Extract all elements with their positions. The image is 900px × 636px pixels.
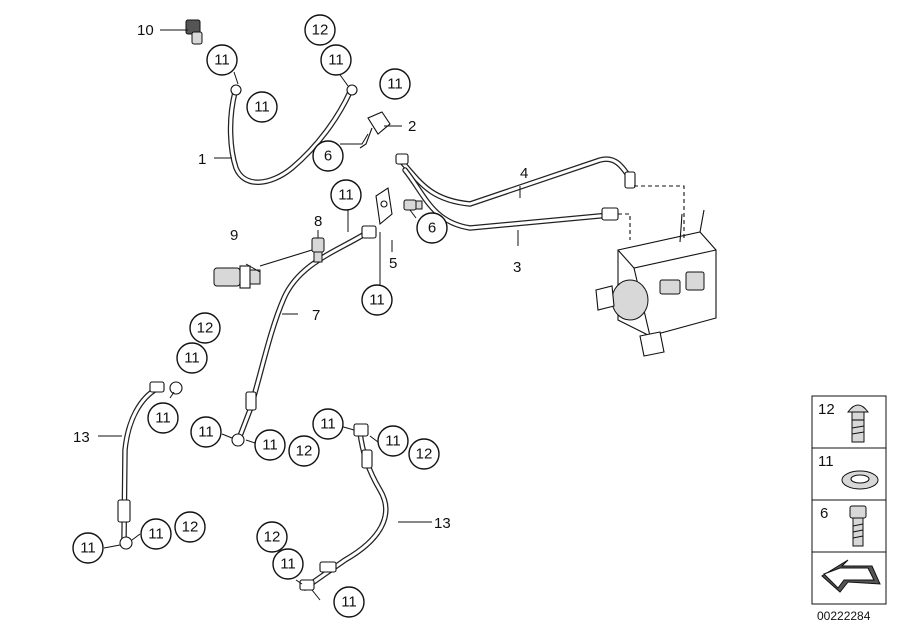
- svg-text:11: 11: [80, 540, 96, 557]
- bracket-clip-2[interactable]: [359, 111, 391, 149]
- callout-12: 12: [189, 312, 221, 344]
- svg-text:12: 12: [197, 320, 214, 337]
- callout-12: 12: [174, 511, 206, 543]
- banjo-bolt-6[interactable]: [403, 199, 423, 211]
- callout-11: 11: [379, 68, 411, 100]
- brake-line-7[interactable]: [237, 229, 371, 439]
- svg-text:11: 11: [214, 52, 230, 69]
- label-9: 9: [230, 227, 238, 244]
- callout-6: 6: [416, 212, 448, 244]
- legend-panel: 12 11 6: [811, 395, 887, 605]
- callout-12: 12: [256, 521, 288, 553]
- callout-12: 12: [288, 435, 320, 467]
- callout-11: 11: [330, 179, 362, 211]
- label-4: 4: [520, 165, 528, 182]
- bracket-5[interactable]: [375, 187, 393, 226]
- svg-text:11: 11: [148, 526, 164, 543]
- svg-text:11: 11: [254, 99, 270, 116]
- svg-text:12: 12: [264, 529, 281, 546]
- callout-12: 12: [408, 438, 440, 470]
- sealing-ring-icon: [841, 470, 879, 490]
- svg-text:12: 12: [182, 519, 199, 536]
- callout-11: 11: [320, 44, 352, 76]
- callout-11: 11: [206, 44, 238, 76]
- callout-11: 11: [140, 518, 172, 550]
- svg-text:11: 11: [328, 52, 344, 69]
- sensor-10[interactable]: [185, 19, 203, 45]
- label-8: 8: [314, 213, 322, 230]
- callout-11: 11: [176, 342, 208, 374]
- callout-11: 11: [254, 429, 286, 461]
- legend-label-6: 6: [820, 505, 828, 522]
- banjo-bolt-icon: [847, 404, 869, 443]
- callout-11: 11: [190, 416, 222, 448]
- abs-hydraulic-unit[interactable]: [595, 209, 717, 357]
- svg-text:11: 11: [369, 292, 385, 309]
- svg-text:11: 11: [320, 416, 336, 433]
- label-7: 7: [312, 307, 320, 324]
- bleed-screw-8[interactable]: [311, 237, 325, 263]
- callout-11: 11: [72, 532, 104, 564]
- svg-text:11: 11: [155, 410, 171, 427]
- legend-row-6: 6: [820, 505, 867, 547]
- svg-text:6: 6: [428, 220, 436, 237]
- callout-11: 11: [272, 548, 304, 580]
- leader-lines: [98, 29, 521, 601]
- svg-text:12: 12: [296, 443, 313, 460]
- svg-text:11: 11: [341, 594, 357, 611]
- brake-line-1[interactable]: [227, 89, 353, 185]
- legend-label-12: 12: [818, 401, 835, 418]
- svg-text:11: 11: [198, 424, 214, 441]
- callout-12: 12: [304, 14, 336, 46]
- legend-label-11: 11: [818, 453, 834, 470]
- svg-text:6: 6: [324, 148, 332, 165]
- legend-row-11: 11: [818, 453, 879, 490]
- diagram-reference-number: 00222284: [817, 609, 871, 623]
- callout-11: 11: [377, 425, 409, 457]
- label-13-right: 13: [434, 515, 451, 532]
- svg-text:11: 11: [387, 76, 403, 93]
- circled-callouts: 11 11 12 11 11 6 11 6 11 12 11 11 11 11 …: [72, 14, 448, 618]
- brake-line-3[interactable]: [402, 167, 613, 231]
- callout-11: 11: [333, 586, 365, 618]
- label-1: 1: [198, 151, 206, 168]
- pointer-arrow-icon: [821, 559, 881, 593]
- label-2: 2: [408, 118, 416, 135]
- svg-text:11: 11: [262, 437, 278, 454]
- legend-row-12: 12: [818, 401, 869, 443]
- label-5: 5: [389, 255, 397, 272]
- callout-6: 6: [312, 140, 344, 172]
- label-3: 3: [513, 259, 521, 276]
- guide-lines: [618, 185, 685, 240]
- svg-text:12: 12: [416, 446, 433, 463]
- callout-11: 11: [246, 91, 278, 123]
- socket-screw-icon: [849, 505, 867, 547]
- svg-text:12: 12: [312, 22, 329, 39]
- pipe-fittings: [117, 84, 636, 591]
- part-number-labels: 10 1 2 4 3 5 8 9 7 13 13: [73, 22, 528, 532]
- callout-11: 11: [361, 284, 393, 316]
- pressure-sensor-9[interactable]: [213, 249, 313, 289]
- label-13-left: 13: [73, 429, 90, 446]
- svg-text:11: 11: [338, 187, 354, 204]
- svg-text:11: 11: [184, 350, 200, 367]
- svg-text:11: 11: [385, 433, 401, 450]
- brake-line-4[interactable]: [399, 156, 633, 207]
- callout-11: 11: [312, 408, 344, 440]
- label-10: 10: [137, 22, 154, 39]
- callout-11: 11: [147, 402, 179, 434]
- svg-text:11: 11: [280, 556, 296, 573]
